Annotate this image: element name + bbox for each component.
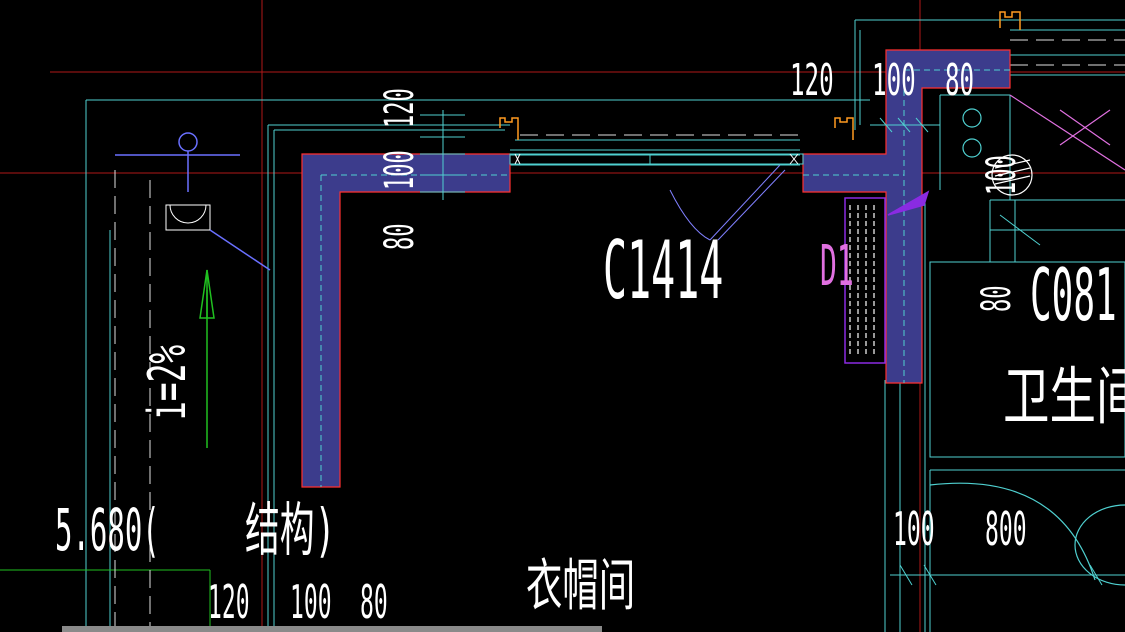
- dim-right-100: 100: [978, 155, 1025, 195]
- wall-centerlines: [320, 69, 1010, 487]
- wall-right-corner: [802, 49, 1011, 384]
- slope-label: i=2%: [138, 345, 199, 420]
- dashed-lines: [114, 39, 1125, 632]
- dim-right-80: 80: [973, 286, 1020, 312]
- status-bar: [62, 626, 602, 632]
- dim-bottom-right-100: 100: [893, 502, 935, 556]
- elevation-note: 结构): [245, 498, 336, 565]
- window-c1414[interactable]: [509, 153, 804, 241]
- window-label-c1414: C1414: [603, 223, 723, 317]
- door-d1[interactable]: [844, 190, 930, 364]
- dim-top-100: 100: [872, 55, 916, 106]
- dim-left-100: 100: [376, 150, 423, 190]
- outline-lines: [0, 19, 1125, 632]
- fixtures: [929, 94, 1125, 586]
- slope-arrow: [199, 269, 215, 448]
- dim-top-120: 120: [790, 55, 834, 106]
- dim-left-80: 80: [376, 224, 423, 250]
- room-label-cloakroom: 衣帽间: [526, 554, 635, 619]
- window-label-c081: C081: [1030, 254, 1117, 337]
- dim-bottom-120: 120: [208, 575, 250, 629]
- dim-left-120: 120: [376, 88, 423, 128]
- door-label-d1: D1: [820, 234, 854, 299]
- dim-bottom-80: 80: [360, 575, 388, 629]
- dim-bottom-right-800: 800: [985, 502, 1027, 556]
- drain-detail: [115, 132, 271, 271]
- dim-bottom-100: 100: [290, 575, 332, 629]
- elevation-value: 5.680(: [55, 496, 160, 564]
- room-label-bathroom: 卫生间: [1003, 360, 1125, 432]
- dim-top-80: 80: [945, 55, 974, 106]
- wall-caps: [499, 11, 1021, 140]
- dimension-ticks: [420, 110, 1125, 586]
- wall-left-corner: [301, 153, 511, 488]
